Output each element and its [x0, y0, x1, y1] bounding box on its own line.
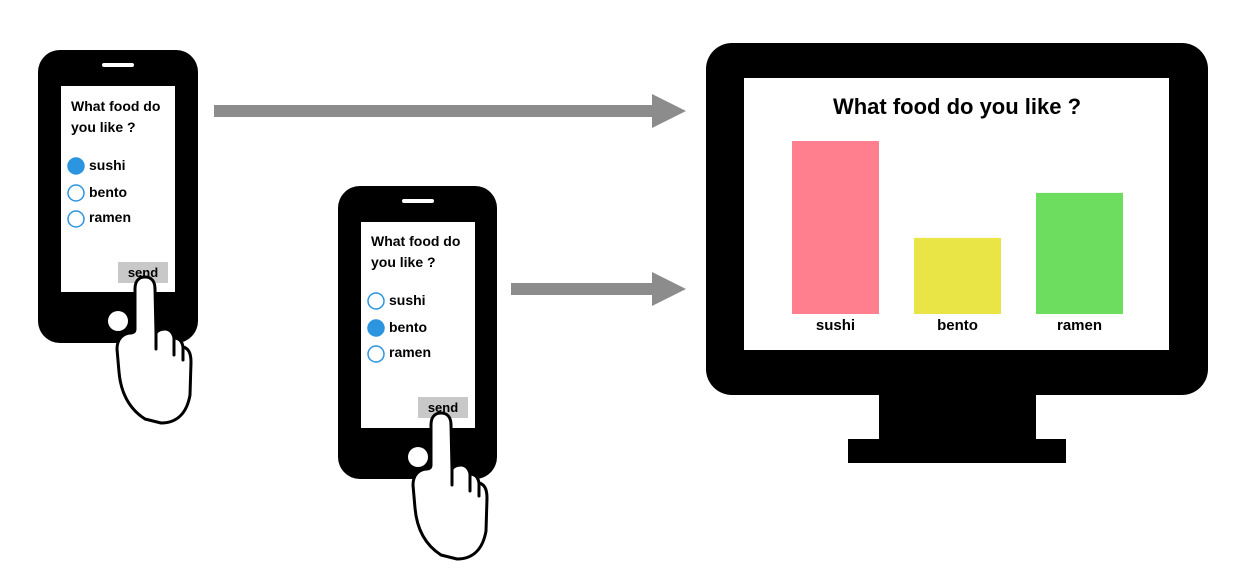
- hand-pointer-icon: [115, 275, 193, 425]
- radio-ramen[interactable]: [67, 210, 85, 228]
- send-button[interactable]: send: [418, 397, 468, 418]
- category-label-bento: bento: [937, 317, 978, 334]
- smartphone-2: What food do you like ? sushi bento rame…: [338, 186, 497, 561]
- phone-speaker: [402, 199, 434, 203]
- monitor-base: [848, 439, 1066, 463]
- phone-speaker: [102, 63, 134, 67]
- option-label-sushi: sushi: [89, 157, 126, 173]
- radio-bento[interactable]: [367, 319, 385, 337]
- chart-title: What food do you like ?: [833, 94, 1081, 119]
- radio-sushi[interactable]: [367, 292, 385, 310]
- category-label-ramen: ramen: [1057, 317, 1102, 334]
- bar-ramen: [1036, 192, 1123, 314]
- smartphone-1: What food do you like ? sushi bento rame…: [38, 50, 198, 425]
- monitor-neck: [879, 393, 1036, 441]
- home-button[interactable]: [408, 447, 428, 467]
- bar-chart: What food do you like ? sushi bento ramen: [792, 94, 1123, 334]
- send-button-label: send: [128, 265, 158, 280]
- arrow-right-icon: [214, 94, 686, 128]
- question-line-2: you like ?: [71, 119, 136, 135]
- option-label-ramen: ramen: [389, 344, 431, 360]
- bar-bento: [914, 237, 1001, 314]
- send-button-bg[interactable]: [418, 397, 468, 418]
- bar-sushi: [792, 141, 879, 314]
- home-button[interactable]: [108, 311, 128, 331]
- option-label-sushi: sushi: [389, 292, 426, 308]
- send-button-bg[interactable]: [118, 262, 168, 283]
- radio-bento[interactable]: [67, 184, 85, 202]
- chart-category-labels: sushi bento ramen: [816, 317, 1102, 334]
- option-label-bento: bento: [389, 319, 427, 335]
- arrow-1-shaft: [214, 105, 654, 117]
- radio-sushi[interactable]: [67, 157, 85, 175]
- question-line-1: What food do: [71, 98, 160, 114]
- chart-bars: [792, 141, 1123, 314]
- question-line-1: What food do: [371, 233, 460, 249]
- option-label-ramen: ramen: [89, 209, 131, 225]
- option-label-bento: bento: [89, 184, 127, 200]
- arrow-right-icon: [511, 272, 686, 306]
- hand-pointer-icon: [411, 411, 489, 561]
- category-label-sushi: sushi: [816, 317, 855, 334]
- arrow-2-shaft: [511, 283, 654, 295]
- send-button-label: send: [428, 400, 458, 415]
- arrow-1-head: [652, 94, 686, 128]
- arrow-2-head: [652, 272, 686, 306]
- question-line-2: you like ?: [371, 254, 436, 270]
- radio-ramen[interactable]: [367, 345, 385, 363]
- send-button[interactable]: send: [118, 262, 168, 283]
